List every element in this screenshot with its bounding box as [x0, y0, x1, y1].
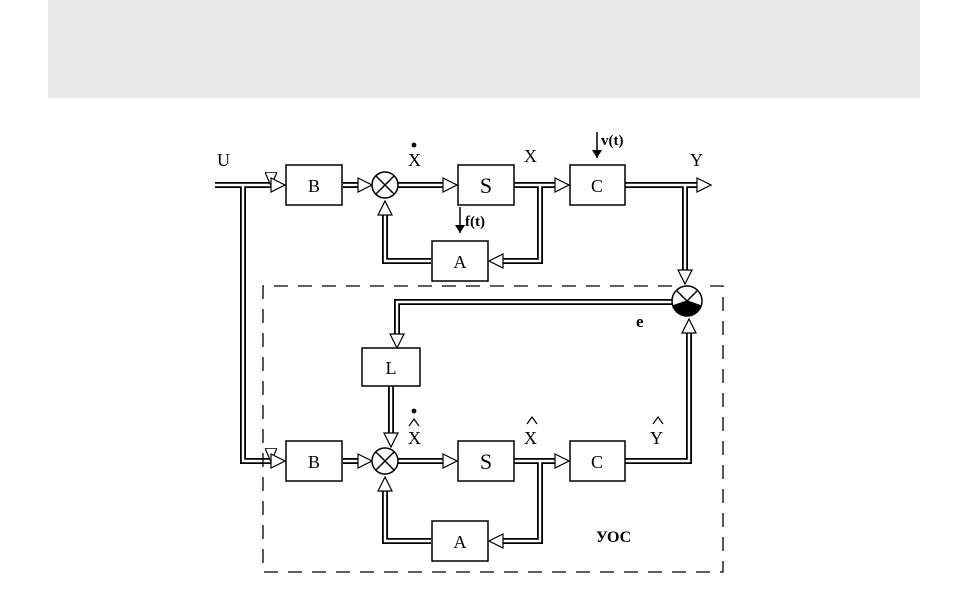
error-junction-icon: [671, 285, 703, 317]
label-a-plant: A: [454, 252, 467, 272]
signal-y-hat: Y: [650, 428, 663, 448]
signal-f: f(t): [465, 214, 485, 230]
block-b-observer: [285, 440, 343, 482]
observer-label: УОС: [596, 529, 631, 546]
signal-x-hat: X: [524, 428, 537, 448]
label-a-observer: A: [454, 532, 467, 552]
block-a-plant: [431, 240, 489, 282]
label-b-observer: B: [308, 452, 320, 472]
summing-junctions: [371, 171, 703, 475]
signal-y: Y: [690, 150, 703, 170]
block-l-observer: [361, 347, 421, 387]
blocks: [285, 164, 626, 562]
observer-boundary: [262, 285, 724, 573]
block-a-observer: [431, 520, 489, 562]
block-c-plant: [569, 164, 626, 206]
wire-u-down: [240, 185, 271, 464]
signal-x: X: [524, 146, 537, 166]
header-band: [48, 0, 920, 98]
sum-junction-observer-icon: [371, 447, 399, 475]
arrowheads: [270, 177, 713, 549]
label-s-plant: S: [480, 173, 492, 198]
block-s-observer: [457, 440, 515, 482]
vector-connections: [212, 185, 697, 544]
block-b-plant: [285, 164, 343, 206]
label-l-observer: L: [386, 358, 397, 378]
label-c-plant: C: [591, 176, 603, 196]
sum-junction-plant-icon: [371, 171, 399, 199]
block-c-observer: [569, 440, 626, 482]
signal-u: U: [217, 150, 230, 170]
signal-x-dot: X: [408, 150, 421, 170]
label-c-observer: C: [591, 452, 603, 472]
signal-e: e: [636, 312, 644, 331]
disturbance-arrows: [455, 132, 602, 233]
signal-x-hat-dot: X: [408, 428, 421, 448]
notation-marks: [408, 142, 664, 427]
block-s-plant: [457, 164, 515, 206]
signal-v: v(t): [601, 133, 624, 149]
label-s-observer: S: [480, 449, 492, 474]
label-b-plant: B: [308, 176, 320, 196]
